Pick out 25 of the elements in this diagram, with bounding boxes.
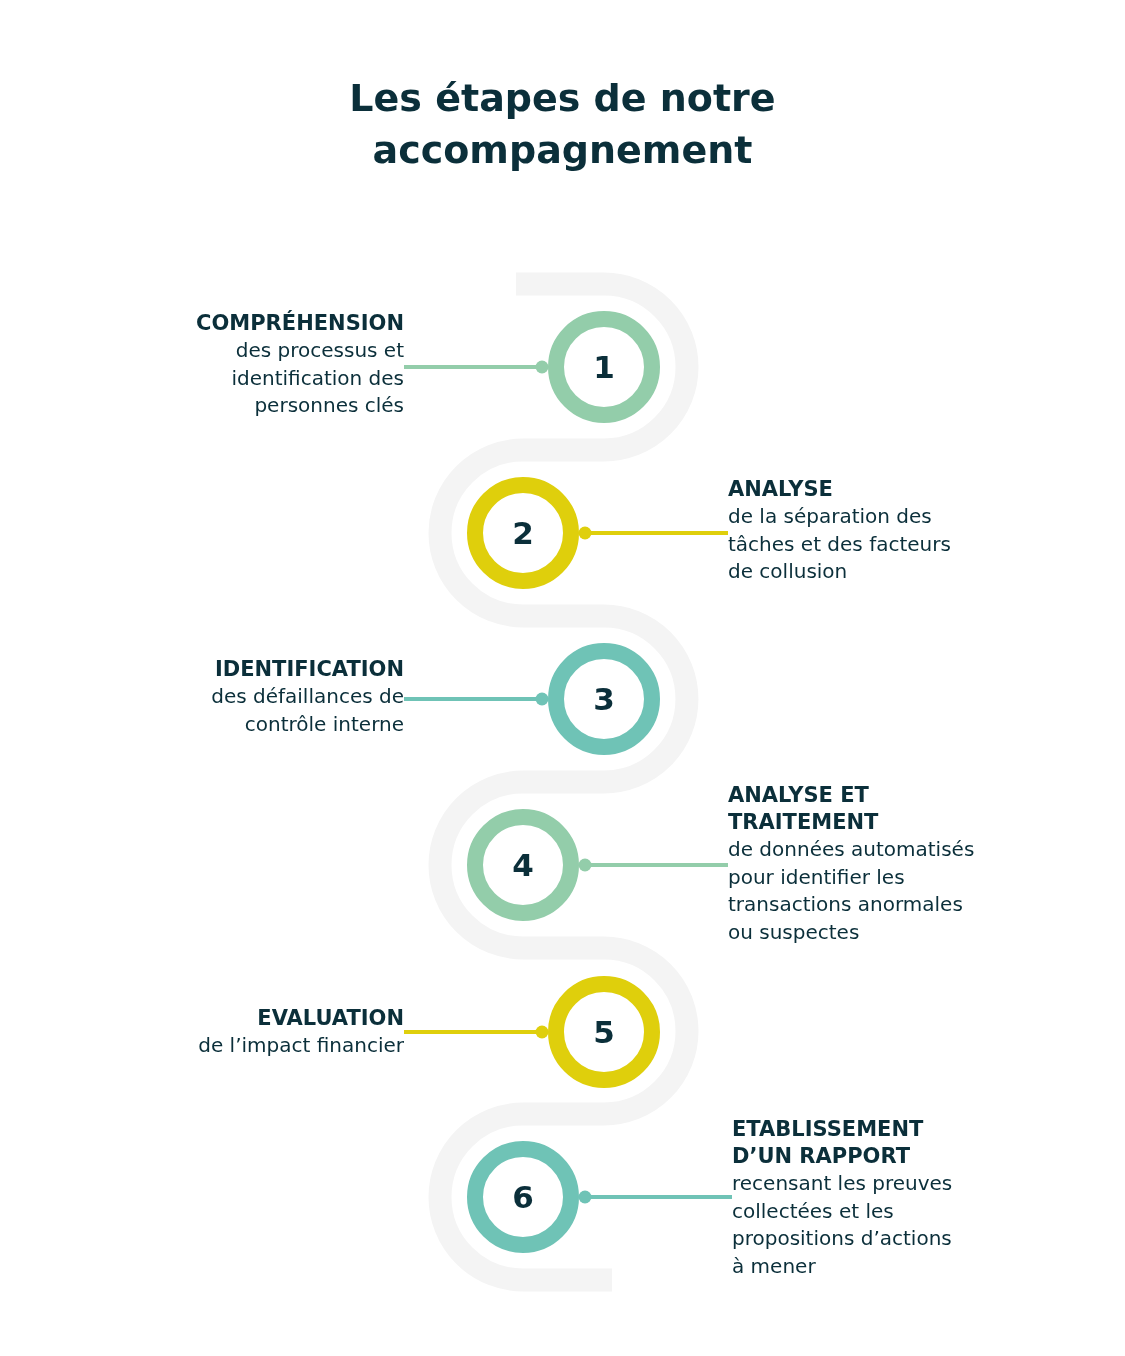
step-heading: EVALUATION (256, 1005, 404, 1032)
step-number-circle: 4 (467, 809, 579, 921)
leader-line (578, 1190, 732, 1204)
step-description: de la séparation des tâches et des facteurs de collusion (728, 503, 952, 585)
step-number-circle: 5 (548, 976, 660, 1088)
leader-line (578, 858, 728, 872)
step-heading: IDENTIFICATION (213, 656, 404, 683)
step-number-circle: 1 (548, 311, 660, 423)
step-description: de données automatisés pour identifier les transactions anormales ou suspectes (728, 836, 976, 946)
step-number-circle: 3 (548, 643, 660, 755)
title: Les étapes de notre accompagnement (348, 75, 777, 174)
step-description: de l’impact financier (197, 1032, 404, 1059)
step-number-circle: 2 (467, 477, 579, 589)
step-description: des défaillances de contrôle interne (210, 683, 404, 738)
step-heading: ANALYSE (728, 476, 834, 503)
step-description: des processus et identification des personnes clés (230, 337, 404, 419)
leader-line (404, 1025, 549, 1039)
step-description: recensant les preuves collectées et les propositions d’actions à mener (732, 1170, 954, 1280)
leader-line (578, 526, 728, 540)
step-number-circle: 6 (467, 1141, 579, 1253)
step-heading: ETABLISSEMENT D’UN RAPPORT (732, 1116, 925, 1170)
step-heading: ANALYSE ET TRAITEMENT (728, 782, 880, 836)
leader-line (404, 360, 549, 374)
step-heading: COMPRÉHENSION (195, 310, 404, 337)
leader-line (404, 692, 549, 706)
